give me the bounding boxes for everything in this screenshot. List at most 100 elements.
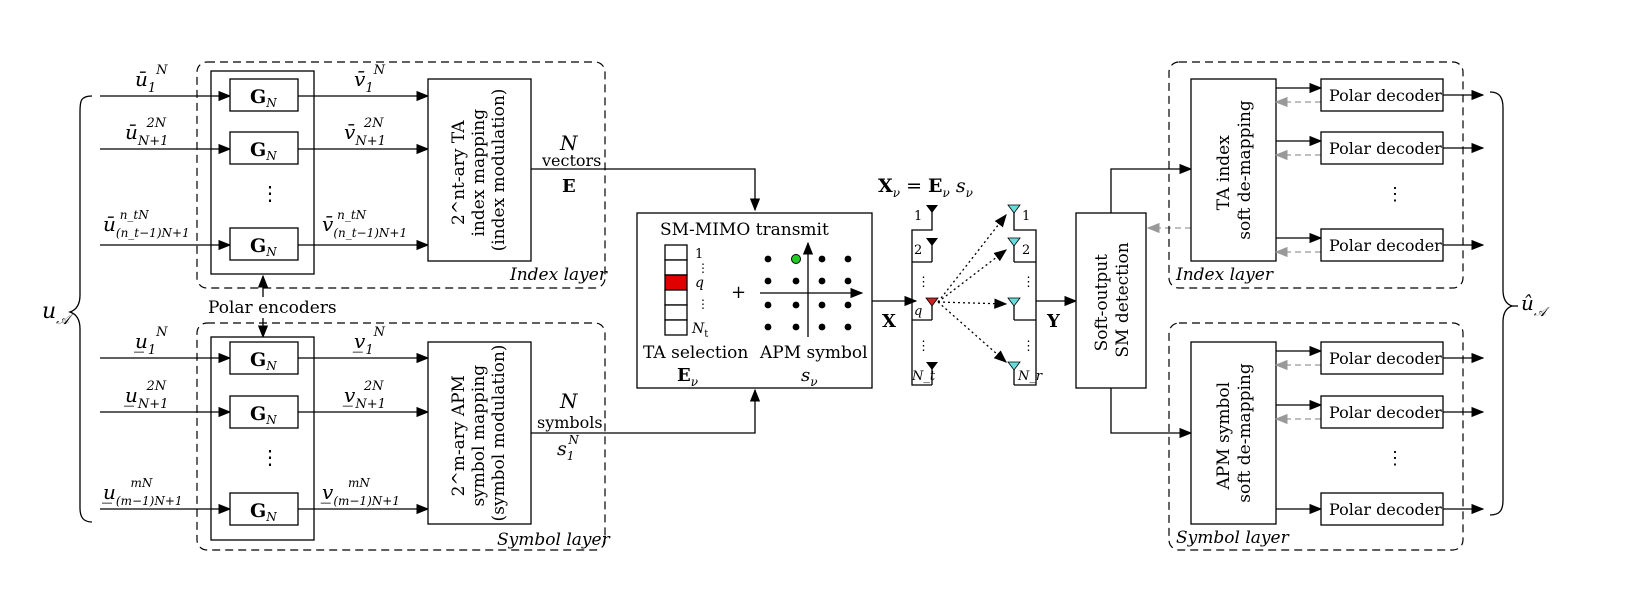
svg-text:GN: GN bbox=[250, 235, 277, 259]
index-layer-frame bbox=[196, 61, 606, 289]
apm-constellation bbox=[760, 241, 864, 337]
gn-box-symbol-3: GN bbox=[229, 492, 299, 526]
symbol-output-2: v̲N+12N bbox=[343, 379, 386, 412]
decoder-index-1: Polar decoder bbox=[1274, 78, 1485, 112]
decoder-index-2: Polar decoder bbox=[1274, 131, 1485, 165]
apm-demapping-box bbox=[1190, 341, 1277, 525]
svg-text:GN: GN bbox=[250, 403, 277, 427]
rx-vdots-1: ⋮ bbox=[1022, 275, 1035, 290]
u-all-label: u𝒜 bbox=[42, 299, 73, 328]
svg-text:Polar decoder: Polar decoder bbox=[1329, 403, 1442, 422]
tx-label-q: q bbox=[914, 304, 922, 319]
svg-text:Polar decoder: Polar decoder bbox=[1329, 86, 1442, 105]
ta-selection-vector bbox=[664, 244, 688, 336]
plus-sign: + bbox=[731, 282, 746, 303]
gn-box-index-3: GN bbox=[229, 227, 299, 261]
symbol-output-3: v̲(m−1)N+1mN bbox=[321, 476, 400, 508]
symbol-out-n: N bbox=[559, 389, 579, 413]
svg-text:Polar decoder: Polar decoder bbox=[1329, 349, 1442, 368]
rx-label-2: 2 bbox=[1022, 243, 1030, 258]
ta-index-1: 1 bbox=[695, 247, 703, 262]
ta-index-nt: Nt bbox=[691, 321, 708, 340]
symbol-out-word: symbols bbox=[537, 413, 603, 432]
svg-text:GN: GN bbox=[250, 500, 277, 524]
rx-index-ellipsis: ⋮ bbox=[1386, 184, 1404, 205]
index-out-word: vectors bbox=[541, 151, 601, 170]
apm-demapping-label: APM symbol soft de-mapping bbox=[1214, 363, 1255, 503]
rx-label-nr: N_r bbox=[1017, 369, 1043, 384]
ta-vdots-1: ⋮ bbox=[697, 261, 709, 275]
svg-text:GN: GN bbox=[250, 349, 277, 373]
decoder-symbol-2: Polar decoder bbox=[1274, 395, 1485, 429]
input-symbol-3: u̲(m−1)N+1mN bbox=[102, 476, 183, 508]
svg-text:GN: GN bbox=[250, 139, 277, 163]
svg-text:GN: GN bbox=[250, 86, 277, 110]
sm-mimo-title: SM-MIMO transmit bbox=[660, 220, 829, 240]
ta-active-cell bbox=[664, 274, 688, 291]
rx-symbol-layer-label: Symbol layer bbox=[1176, 528, 1290, 548]
gn-box-index-2: GN bbox=[229, 131, 299, 165]
ta-vdots-2: ⋮ bbox=[697, 297, 709, 311]
rx-vdots-2: ⋮ bbox=[1022, 339, 1035, 354]
sm-detection-label: Soft-output SM detection bbox=[1092, 242, 1133, 357]
left-brace bbox=[67, 95, 93, 523]
symbol-mapping-box bbox=[427, 341, 532, 525]
right-brace bbox=[1489, 91, 1515, 516]
symbol-layer-frame bbox=[196, 322, 606, 551]
index-ellipsis: ⋮ bbox=[260, 181, 280, 205]
ta-selection-label: TA selection bbox=[643, 343, 748, 363]
index-out-n: N bbox=[559, 131, 579, 155]
rx-index-layer-frame bbox=[1168, 61, 1464, 289]
svg-text:Polar decoder: Polar decoder bbox=[1329, 139, 1442, 158]
apm-selected-point bbox=[791, 254, 801, 264]
tx-antenna-array bbox=[911, 205, 939, 386]
tx-active-antenna bbox=[925, 297, 939, 307]
channel-equation: Xν = Eν sν bbox=[878, 175, 973, 200]
ta-demapping-label: TA index soft de-mapping bbox=[1214, 100, 1255, 240]
gn-box-symbol-2: GN bbox=[229, 395, 299, 429]
symbol-out-s: s1N bbox=[557, 433, 579, 463]
symbol-layer-label: Symbol layer bbox=[497, 530, 611, 550]
decoder-index-3: Polar decoder bbox=[1274, 228, 1485, 262]
tx-vdots-2: ⋮ bbox=[917, 339, 930, 354]
index-mapping-label: 2^nt-ary TA index mapping (index modulat… bbox=[449, 89, 509, 252]
u-hat-label: û𝒜 bbox=[1521, 291, 1550, 320]
rx-label-1: 1 bbox=[1022, 209, 1030, 224]
gn-box-symbol-1: GN bbox=[229, 341, 299, 375]
decoder-symbol-3: Polar decoder bbox=[1276, 492, 1485, 526]
x-label: X bbox=[882, 311, 896, 332]
apm-symbol-sym: sν bbox=[801, 365, 818, 389]
y-label: Y bbox=[1046, 311, 1061, 332]
index-layer-label: Index layer bbox=[509, 265, 608, 285]
symbol-mapping-label: 2^m-ary APM symbol mapping (symbol modul… bbox=[449, 345, 509, 522]
input-index-2: ūN+12N bbox=[125, 116, 168, 149]
rx-symbol-ellipsis: ⋮ bbox=[1386, 448, 1404, 469]
tx-label-2: 2 bbox=[914, 243, 922, 258]
input-index-1: ū1N bbox=[135, 63, 168, 96]
svg-text:Polar decoder: Polar decoder bbox=[1329, 500, 1442, 519]
input-index-3: ū(n_t−1)N+1n_tN bbox=[103, 208, 190, 240]
index-output-2: v̄N+12N bbox=[344, 116, 386, 149]
index-output-3: v̄(n_t−1)N+1n_tN bbox=[322, 208, 407, 240]
rx-antenna-array bbox=[1007, 204, 1037, 386]
symbol-ellipsis: ⋮ bbox=[260, 445, 280, 469]
apm-symbol-label: APM symbol bbox=[759, 343, 868, 363]
tx-label-nt: N_t bbox=[911, 369, 936, 384]
rx-index-layer-label: Index layer bbox=[1175, 265, 1274, 285]
rx-symbol-layer-frame bbox=[1168, 322, 1464, 551]
svg-text:Polar decoder: Polar decoder bbox=[1329, 236, 1442, 255]
input-symbol-2: u̲N+12N bbox=[124, 379, 168, 412]
ta-selection-sym: Eν bbox=[677, 365, 698, 389]
index-mapping-box bbox=[427, 78, 532, 262]
tx-vdots-1: ⋮ bbox=[917, 275, 930, 290]
ta-index-q: q bbox=[695, 275, 704, 291]
ta-demapping-box bbox=[1190, 78, 1277, 262]
gn-box-index-1: GN bbox=[229, 78, 299, 112]
index-output-1: v̄1N bbox=[354, 63, 386, 96]
input-symbol-1: u̲1N bbox=[134, 325, 168, 358]
decoder-symbol-1: Polar decoder bbox=[1274, 341, 1485, 375]
tx-label-1: 1 bbox=[914, 209, 922, 224]
index-out-e: E bbox=[562, 176, 576, 197]
symbol-output-1: v̲1N bbox=[353, 325, 386, 358]
